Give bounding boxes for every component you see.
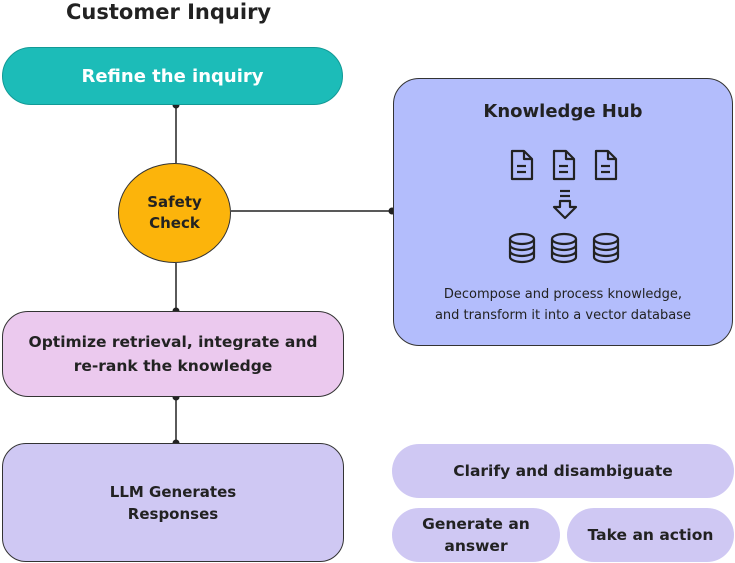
safety-check-label-line2: Check	[149, 214, 200, 232]
knowledge-hub-desc-line1: Decompose and process knowledge,	[443, 287, 683, 302]
database-icon	[592, 232, 620, 264]
take-action-label: Take an action	[587, 526, 714, 544]
clarify-disambiguate-node: Clarify and disambiguate	[392, 444, 734, 498]
database-icon	[508, 232, 536, 264]
knowledge-hub-desc-line2: and transform it into a vector database	[434, 308, 692, 323]
diagram-title: Customer Inquiry	[66, 0, 272, 24]
optimize-retrieval-node: Optimize retrieval, integrate and re-ran…	[2, 311, 344, 397]
llm-label-line1: LLM Generates	[109, 482, 237, 501]
knowledge-hub-icons	[508, 149, 620, 264]
llm-generates-node: LLM Generates Responses	[2, 443, 344, 562]
optimize-label-line1: Optimize retrieval, integrate and	[28, 333, 318, 351]
generate-answer-node: Generate an answer	[392, 508, 560, 562]
refine-inquiry-label: Refine the inquiry	[81, 65, 264, 87]
clarify-label: Clarify and disambiguate	[453, 462, 673, 480]
knowledge-hub-description: Decompose and process knowledge, and tra…	[394, 284, 732, 326]
safety-check-label-line1: Safety	[147, 193, 202, 211]
take-action-node: Take an action	[567, 508, 734, 562]
llm-label-line2: Responses	[127, 504, 219, 523]
safety-check-node: Safety Check	[118, 163, 231, 263]
generate-label-line2: answer	[444, 537, 508, 555]
knowledge-hub-node: Knowledge Hub	[393, 78, 733, 346]
arrow-down-icon	[552, 189, 578, 220]
optimize-label-line2: re-rank the knowledge	[73, 357, 273, 375]
document-icon	[510, 149, 534, 181]
knowledge-hub-title: Knowledge Hub	[483, 101, 643, 122]
document-icon	[594, 149, 618, 181]
document-icon	[552, 149, 576, 181]
database-icon	[550, 232, 578, 264]
generate-label-line1: Generate an	[422, 515, 530, 533]
refine-inquiry-node: Refine the inquiry	[2, 47, 343, 105]
